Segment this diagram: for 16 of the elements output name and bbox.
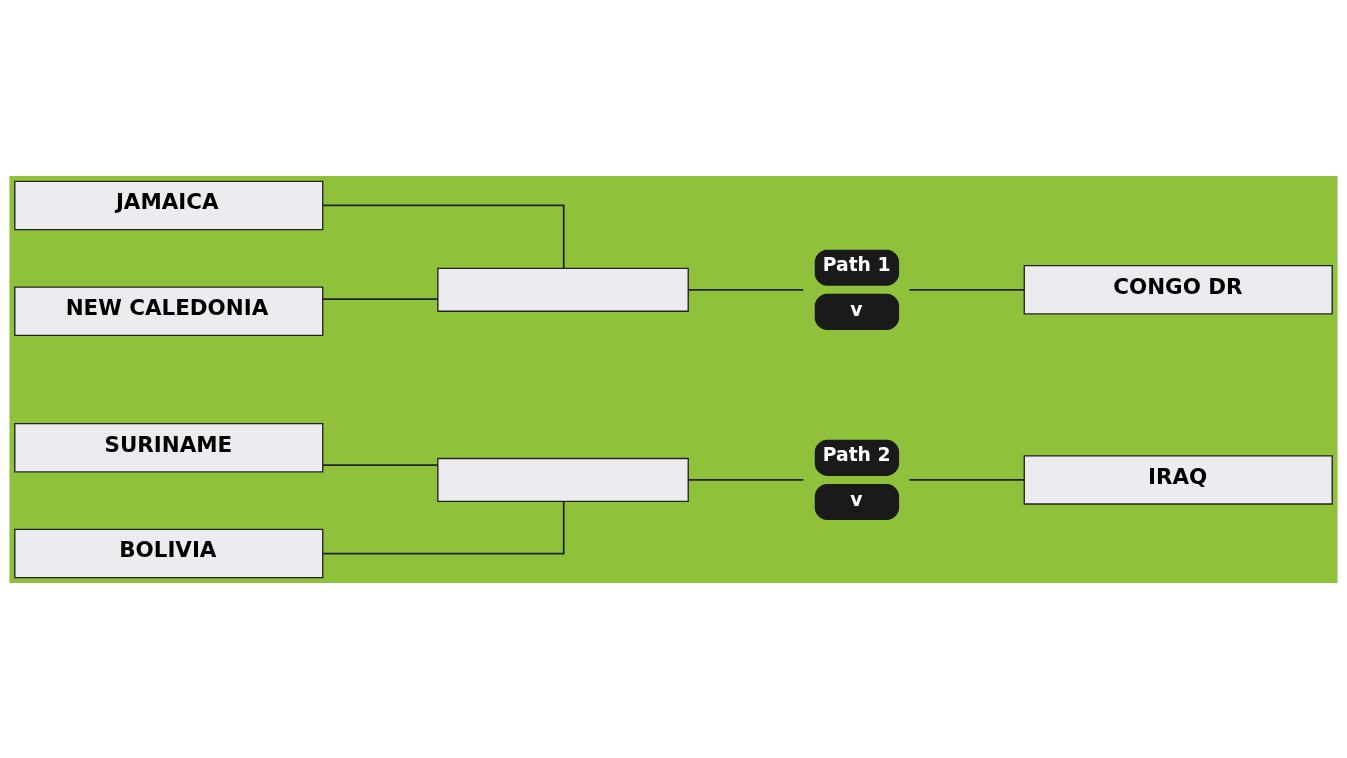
node-box [437,457,689,502]
node-box: CONGO DR [1023,264,1333,315]
connector [687,288,805,291]
connector [322,204,565,269]
connector [908,478,1026,481]
node-box: IRAQ [1023,454,1333,505]
node-box [437,267,689,312]
connector [322,500,565,554]
node-box: BOLIVIA [14,528,324,578]
connector [908,288,1026,291]
connector [322,297,439,300]
node-box: SURINAME [14,422,324,473]
node-box: NEW CALEDONIA [14,285,324,336]
connector [687,478,805,481]
connector [322,463,439,466]
node-box: JAMAICA [14,180,324,230]
